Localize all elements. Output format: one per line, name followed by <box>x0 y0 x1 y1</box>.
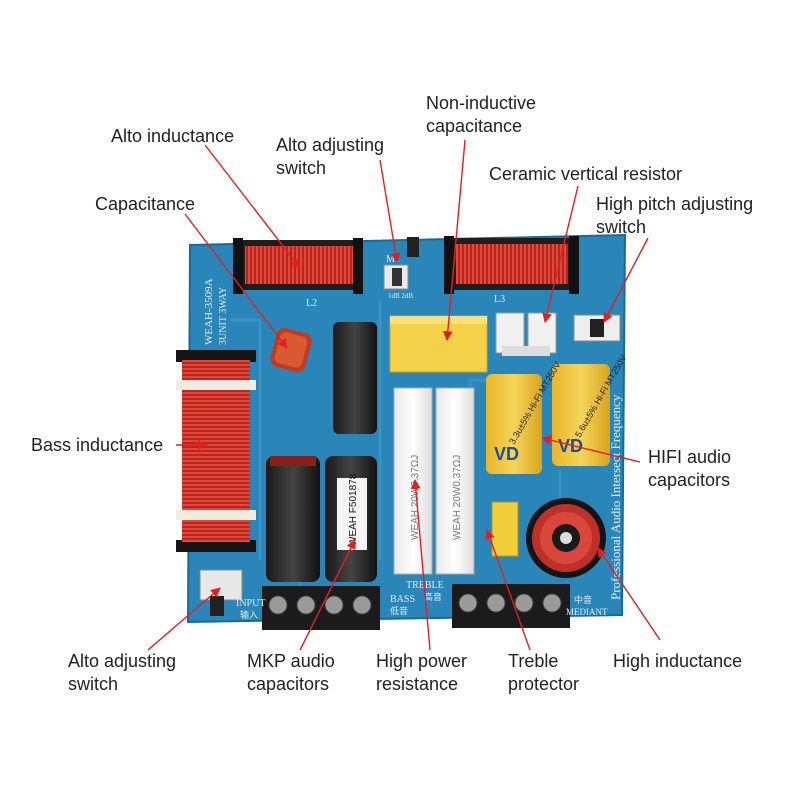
arrow-non-inductive <box>442 139 466 341</box>
arrow-capacitance <box>184 213 288 349</box>
label-ceramic-vertical-resistor: Ceramic vertical resistor <box>489 164 683 184</box>
alto-adjusting-switch-top <box>383 237 419 290</box>
switch-db-text: 1dB 2dB <box>388 292 413 300</box>
arrow-hifi-capacitors <box>541 435 641 463</box>
treble-inductance-coil <box>444 236 579 294</box>
arrow-alto-inductance <box>204 144 301 269</box>
treble-mediant-terminal-block <box>452 584 570 628</box>
mkp-cap-label: WEAH F501878 <box>348 473 359 546</box>
board-side-text: Professional Audio Intersect Frequency <box>608 394 623 600</box>
label-input-cn: 输入 <box>240 609 258 620</box>
label-alto-inductance: Alto inductance <box>111 126 235 146</box>
label-treble-protector: Treble protector <box>508 651 580 694</box>
black-capacitor-upper <box>333 322 377 434</box>
label-high-pitch-adjusting-switch: High pitch adjusting switch <box>596 194 754 237</box>
high-pitch-adjusting-switch <box>573 314 621 342</box>
arrow-high-power-resistance <box>410 479 431 651</box>
label-l2: L2 <box>306 298 317 309</box>
label-treble-cn: 高音 <box>424 591 442 602</box>
label-non-inductive-capacitance: Non-inductive capacitance <box>426 93 537 136</box>
arrow-high-inductance <box>597 547 661 641</box>
hifi-audio-capacitors: VD 3.3u±5% Hi-Fi MT250V VD 5.6u±5% Hi-Fi… <box>486 353 628 474</box>
label-input: INPUT <box>236 598 265 609</box>
board-subtitle: 3UNIT 3WAY <box>218 287 229 345</box>
label-bass-inductance: Bass inductance <box>31 435 164 455</box>
label-hifi-audio-capacitors: HIFI audio capacitors <box>648 447 732 490</box>
label-mediant-cn: 中音 <box>574 594 592 605</box>
label-alto-adjusting-switch-top: Alto adjusting switch <box>276 135 385 178</box>
label-bass-cn: 低音 <box>390 605 408 616</box>
mkp-audio-capacitors: WEAH F501878 <box>266 456 377 582</box>
arrow-alto-switch-bottom <box>147 587 221 651</box>
label-l3: L3 <box>494 294 505 305</box>
arrow-ceramic-resistor <box>542 185 579 323</box>
arrow-treble-protector <box>485 529 531 651</box>
label-mkp-audio-capacitors: MKP audio capacitors <box>247 651 335 694</box>
label-capacitance: Capacitance <box>95 194 196 214</box>
non-inductive-capacitor <box>389 315 488 373</box>
label-m1: M1 <box>386 254 400 265</box>
alto-adjusting-switch-bottom <box>199 569 243 616</box>
board-model: WEAH-3509A <box>203 278 215 345</box>
label-high-inductance: High inductance <box>613 651 743 671</box>
high-inductance-coil <box>526 498 606 578</box>
arrow-alto-switch-top <box>379 159 401 263</box>
arrow-mkp-capacitors <box>299 539 356 651</box>
resistor-2-text: WEAH 20W0.37ΩJ <box>452 455 463 540</box>
arrow-high-pitch-switch <box>603 237 649 323</box>
label-bass: BASS <box>390 594 415 605</box>
callout-arrows <box>147 139 661 651</box>
label-high-power-resistance: High power resistance <box>376 651 468 694</box>
resistor-1-text: WEAH 20W0.37ΩJ <box>410 455 421 540</box>
hifi-cap-logo-1: VD <box>494 444 519 464</box>
treble-protector <box>491 501 519 557</box>
bass-inductance-coil <box>176 350 256 552</box>
hifi-cap-logo-2: VD <box>558 436 583 456</box>
label-alto-adjusting-switch-bottom: Alto adjusting switch <box>68 651 177 694</box>
label-mediant: MEDIANT <box>566 607 608 617</box>
